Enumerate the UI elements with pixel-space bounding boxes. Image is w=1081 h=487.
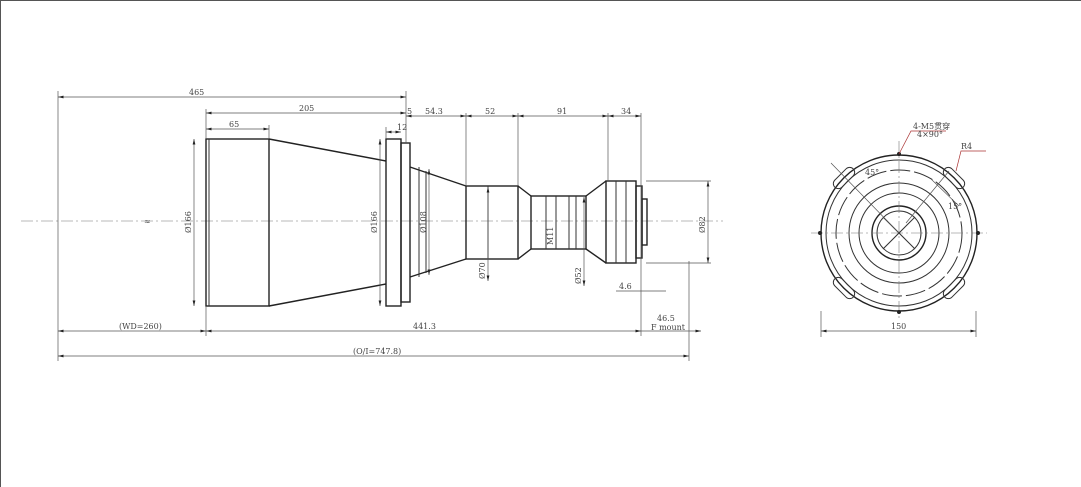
- dim-4-6: 4.6: [619, 282, 632, 291]
- break-mark: ≈: [144, 217, 151, 226]
- dim-34: 34: [621, 107, 631, 116]
- holes-label: 4-M5贯穿: [913, 121, 950, 131]
- lens-front-view: [811, 130, 987, 337]
- dim-oi: (O/I=747.8): [353, 347, 401, 356]
- dim-91: 91: [557, 107, 567, 116]
- dim-m11: M11: [546, 227, 555, 245]
- dim-465: 465: [189, 88, 204, 97]
- dim-d108: Ø108: [419, 211, 428, 233]
- dim-205: 205: [299, 104, 314, 113]
- dim-d166-flange: Ø166: [370, 211, 379, 233]
- dim-54-3: 54.3: [425, 107, 443, 116]
- dim-d82: Ø82: [698, 216, 707, 233]
- dimension-lines: [57, 91, 711, 361]
- mount-type-label: F mount: [651, 323, 686, 332]
- dim-d70: Ø70: [478, 262, 487, 279]
- holes-angle-label: 4×90°: [917, 130, 943, 139]
- angle-15-label: 15°: [948, 202, 962, 211]
- radius-label: R4: [961, 142, 972, 151]
- angle-45-label: 45°: [865, 168, 879, 177]
- dimension-labels: 465 205 65 5 12 54.3 52 91 34 Ø166 Ø166 …: [119, 88, 707, 356]
- dim-46-5: 46.5: [657, 314, 675, 323]
- dim-441-3: 441.3: [413, 322, 436, 331]
- dim-52: 52: [485, 107, 495, 116]
- dim-5: 5: [407, 107, 412, 116]
- dim-65: 65: [229, 120, 239, 129]
- dim-d52: Ø52: [574, 267, 583, 284]
- dim-12: 12: [397, 123, 407, 132]
- dim-150: 150: [891, 322, 906, 331]
- dim-d166-front: Ø166: [184, 211, 193, 233]
- dim-wd: (WD=260): [119, 322, 162, 331]
